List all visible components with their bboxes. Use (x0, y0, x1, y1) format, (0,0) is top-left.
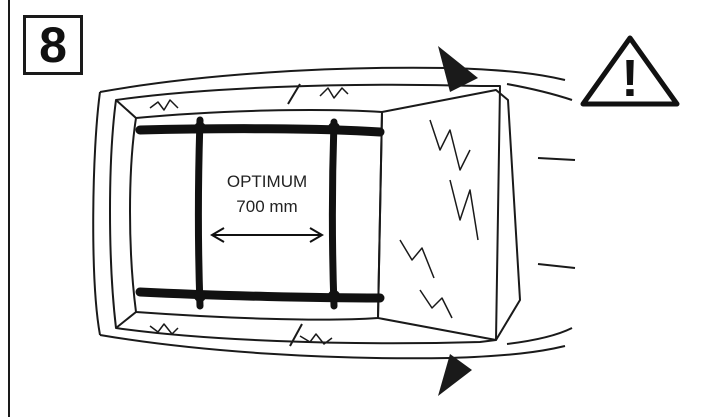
warning-symbol: ! (621, 50, 638, 108)
roof-rails (135, 124, 385, 303)
crossbars (195, 116, 338, 310)
distance-label-line1: OPTIMUM (227, 172, 307, 191)
roof-rail-right (135, 287, 385, 303)
crossbar-rear (195, 116, 204, 310)
step-number: 8 (39, 17, 67, 73)
mirror-top (438, 46, 478, 92)
car-outline (92, 66, 576, 360)
roof-rail-left (135, 124, 385, 137)
page-border-line (8, 0, 10, 417)
warning-icon: ! (580, 35, 680, 108)
dimension-arrow (210, 227, 324, 243)
mirror-bottom (438, 354, 472, 396)
distance-label-line2: 700 mm (236, 197, 297, 216)
step-number-box: 8 (23, 15, 83, 75)
crossbar-front (329, 118, 338, 310)
